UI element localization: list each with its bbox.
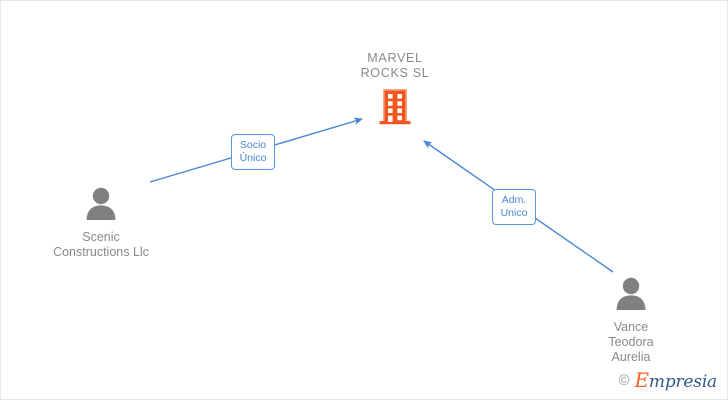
company-node-marvel-rocks[interactable]: MARVEL ROCKS SL <box>315 51 475 130</box>
empresia-logo-initial: E <box>634 368 650 392</box>
person-name-label: Vance Teodora Aurelia <box>608 320 654 364</box>
empresia-logo: Empresia <box>635 370 718 391</box>
empresia-logo-text: mpresia <box>648 372 717 392</box>
relation-label-adm-unico[interactable]: Adm. Unico <box>492 189 536 225</box>
person-icon <box>21 186 181 225</box>
company-name-label: MARVEL ROCKS SL <box>360 51 430 80</box>
person-name-label: Scenic Constructions Llc <box>53 230 149 259</box>
person-node-vance-teodora-aurelia[interactable]: Vance Teodora Aurelia <box>571 276 691 365</box>
empresia-watermark: © Empresia <box>618 370 717 391</box>
relation-label-socio-unico[interactable]: Socio Único <box>231 134 275 170</box>
copyright-icon: © <box>618 372 630 389</box>
person-icon <box>571 276 691 315</box>
person-node-scenic-constructions-llc[interactable]: Scenic Constructions Llc <box>21 186 181 260</box>
building-icon <box>315 87 475 130</box>
